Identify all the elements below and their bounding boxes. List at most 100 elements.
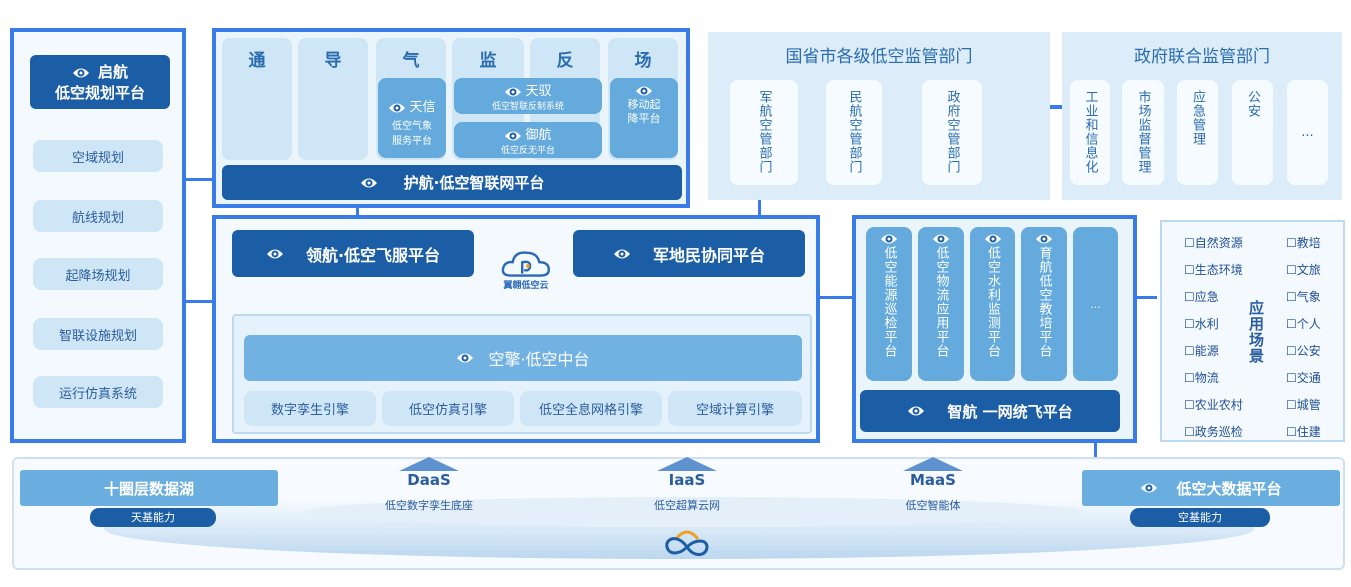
eye-logo-icon xyxy=(635,84,653,98)
checkbox-icon: ☐ xyxy=(1286,398,1297,412)
scenario-item[interactable]: ☐自然资源 xyxy=(1184,234,1243,251)
eye-logo-icon xyxy=(984,232,1002,246)
cloud-logo-text: 翼翱低空云 xyxy=(503,281,549,291)
foundation-disc xyxy=(304,497,1084,527)
checkbox-icon: ☐ xyxy=(1184,425,1195,439)
planning-item[interactable]: 起降场规划 xyxy=(33,258,163,290)
gov-regulators: 国省市各级低空监管部门 军航空管部门 民航空管部门 政府空管部门 xyxy=(708,32,1050,200)
application-scenarios: 应用场景 ☐自然资源☐生态环境☐应急☐水利☐能源☐物流☐农业农村☐政务巡检☐教培… xyxy=(1160,220,1345,442)
mobile-box[interactable]: 移动起降平台 xyxy=(610,78,678,158)
service-name: DaaS xyxy=(407,471,451,489)
gov-joint-column: 应急管理 xyxy=(1177,80,1218,185)
scenario-item[interactable]: ☐水利 xyxy=(1184,315,1219,332)
planning-item[interactable]: 空域规划 xyxy=(33,140,163,172)
scenario-label: 住建 xyxy=(1296,425,1321,439)
junmin-button[interactable]: 军地民协同平台 xyxy=(573,230,805,277)
tianxin-box[interactable]: 天信 低空气象服务平台 xyxy=(378,78,446,158)
planning-item[interactable]: 航线规划 xyxy=(33,200,163,232)
checkbox-icon: ☐ xyxy=(1184,263,1195,277)
scenario-item[interactable]: ☐教培 xyxy=(1286,234,1321,251)
cloud-logo-icon xyxy=(501,251,550,277)
yuhang-name: 御航 xyxy=(525,128,552,143)
gov-col-label: 民航空管部门 xyxy=(846,90,862,174)
engine-item[interactable]: 数字孪生引擎 xyxy=(244,391,376,426)
arrow-up-icon xyxy=(903,457,963,471)
app-platform[interactable]: 低空物流应用平台 xyxy=(918,227,964,381)
eye-logo-icon xyxy=(907,404,925,418)
app-platform[interactable]: 低空能源巡检平台 xyxy=(866,227,912,381)
checkbox-icon: ☐ xyxy=(1286,263,1297,277)
scenario-item[interactable]: ☐公安 xyxy=(1286,342,1321,359)
zhihang-panel: 低空能源巡检平台 低空物流应用平台 低空水利监测平台 育航低空教培平台 ... … xyxy=(852,215,1137,443)
scenario-item[interactable]: ☐文旅 xyxy=(1286,261,1321,278)
checkbox-icon: ☐ xyxy=(1286,344,1297,358)
app-platform[interactable]: 育航低空教培平台 xyxy=(1021,227,1067,381)
eye-logo-icon xyxy=(360,176,378,190)
bigdata-box[interactable]: 低空大数据平台 xyxy=(1082,470,1340,506)
scenario-item[interactable]: ☐物流 xyxy=(1184,369,1219,386)
gov-joint-label: ... xyxy=(1301,125,1314,140)
huhang-bar[interactable]: 护航·低空智联网平台 xyxy=(222,165,682,200)
scenario-label: 公安 xyxy=(1296,344,1321,358)
checkbox-icon: ☐ xyxy=(1184,236,1195,250)
tianxin-name: 天信 xyxy=(409,100,436,115)
zhongtai-bar[interactable]: 空擎·低空中台 xyxy=(244,335,802,381)
datalake-box[interactable]: 十圈层数据湖 xyxy=(20,470,278,506)
tianyu-sub: 低空智联反制系统 xyxy=(491,102,564,112)
gov-joint-column: 公安 xyxy=(1232,80,1273,185)
scenario-label: 个人 xyxy=(1296,317,1321,331)
gov-col-label: 军航空管部门 xyxy=(756,90,772,174)
gov-column: 政府空管部门 xyxy=(922,80,982,185)
daas-service: DaaS 低空数字孪生底座 xyxy=(354,457,504,513)
connector xyxy=(356,207,359,215)
engine-item[interactable]: 低空全息网格引擎 xyxy=(520,391,662,426)
eye-logo-icon xyxy=(932,232,950,246)
app-platform-label: 低空物流应用平台 xyxy=(933,246,949,358)
connector xyxy=(185,300,212,303)
gov-joint-column: ... xyxy=(1287,80,1328,185)
gov-joint-label: 工业和信息化 xyxy=(1082,90,1098,174)
yuhang-box[interactable]: 御航 低空反无平台 xyxy=(454,122,602,158)
planning-item[interactable]: 运行仿真系统 xyxy=(33,376,163,408)
engine-item[interactable]: 低空仿真引擎 xyxy=(382,391,514,426)
eye-logo-icon xyxy=(266,247,284,261)
scenario-label: 城管 xyxy=(1296,398,1321,412)
app-platform-label: 低空能源巡检平台 xyxy=(881,246,897,358)
scenario-item[interactable]: ☐政务巡检 xyxy=(1184,423,1243,440)
app-platform[interactable]: 低空水利监测平台 xyxy=(970,227,1015,381)
scenario-item[interactable]: ☐生态环境 xyxy=(1184,261,1243,278)
checkbox-icon: ☐ xyxy=(1184,290,1195,304)
eye-logo-icon xyxy=(456,351,474,365)
scenario-item[interactable]: ☐农业农村 xyxy=(1184,396,1243,413)
scenario-item[interactable]: ☐气象 xyxy=(1286,288,1321,305)
scenario-label: 水利 xyxy=(1194,317,1219,331)
scenario-item[interactable]: ☐住建 xyxy=(1286,423,1321,440)
checkbox-icon: ☐ xyxy=(1184,371,1195,385)
app-platform-label: 低空水利监测平台 xyxy=(985,246,1000,358)
gov-joint-label: 应急管理 xyxy=(1190,90,1205,146)
gov-joint-column: 市场监督管理 xyxy=(1122,80,1164,185)
huhang-label: 护航·低空智联网平台 xyxy=(403,174,545,192)
eye-logo-icon xyxy=(504,129,522,143)
zhihang-bar[interactable]: 智航 一网统飞平台 xyxy=(860,390,1120,432)
column-tong: 通 xyxy=(222,38,292,160)
gov-column: 军航空管部门 xyxy=(730,80,798,185)
tianxin-sub: 低空气象服务平台 xyxy=(392,121,432,147)
scenario-item[interactable]: ☐应急 xyxy=(1184,288,1219,305)
scenario-item[interactable]: ☐个人 xyxy=(1286,315,1321,332)
scenario-item[interactable]: ☐能源 xyxy=(1184,342,1219,359)
title-line2: 低空规划平台 xyxy=(54,84,145,102)
engine-item[interactable]: 空域计算引擎 xyxy=(668,391,802,426)
gov-joint-column: 工业和信息化 xyxy=(1070,80,1110,185)
scenario-item[interactable]: ☐城管 xyxy=(1286,396,1321,413)
tianyu-box[interactable]: 天驭 低空智联反制系统 xyxy=(454,78,602,114)
tianyu-name: 天驭 xyxy=(525,84,552,99)
app-platform-more[interactable]: ... xyxy=(1073,227,1118,381)
connector xyxy=(185,178,212,181)
linghang-button[interactable]: 领航·低空飞服平台 xyxy=(232,230,474,277)
scenario-item[interactable]: ☐交通 xyxy=(1286,369,1321,386)
planning-item[interactable]: 智联设施规划 xyxy=(33,318,163,350)
gov-joint-label: 市场监督管理 xyxy=(1135,90,1151,174)
connector xyxy=(820,296,852,299)
scenario-label: 教培 xyxy=(1296,236,1321,250)
